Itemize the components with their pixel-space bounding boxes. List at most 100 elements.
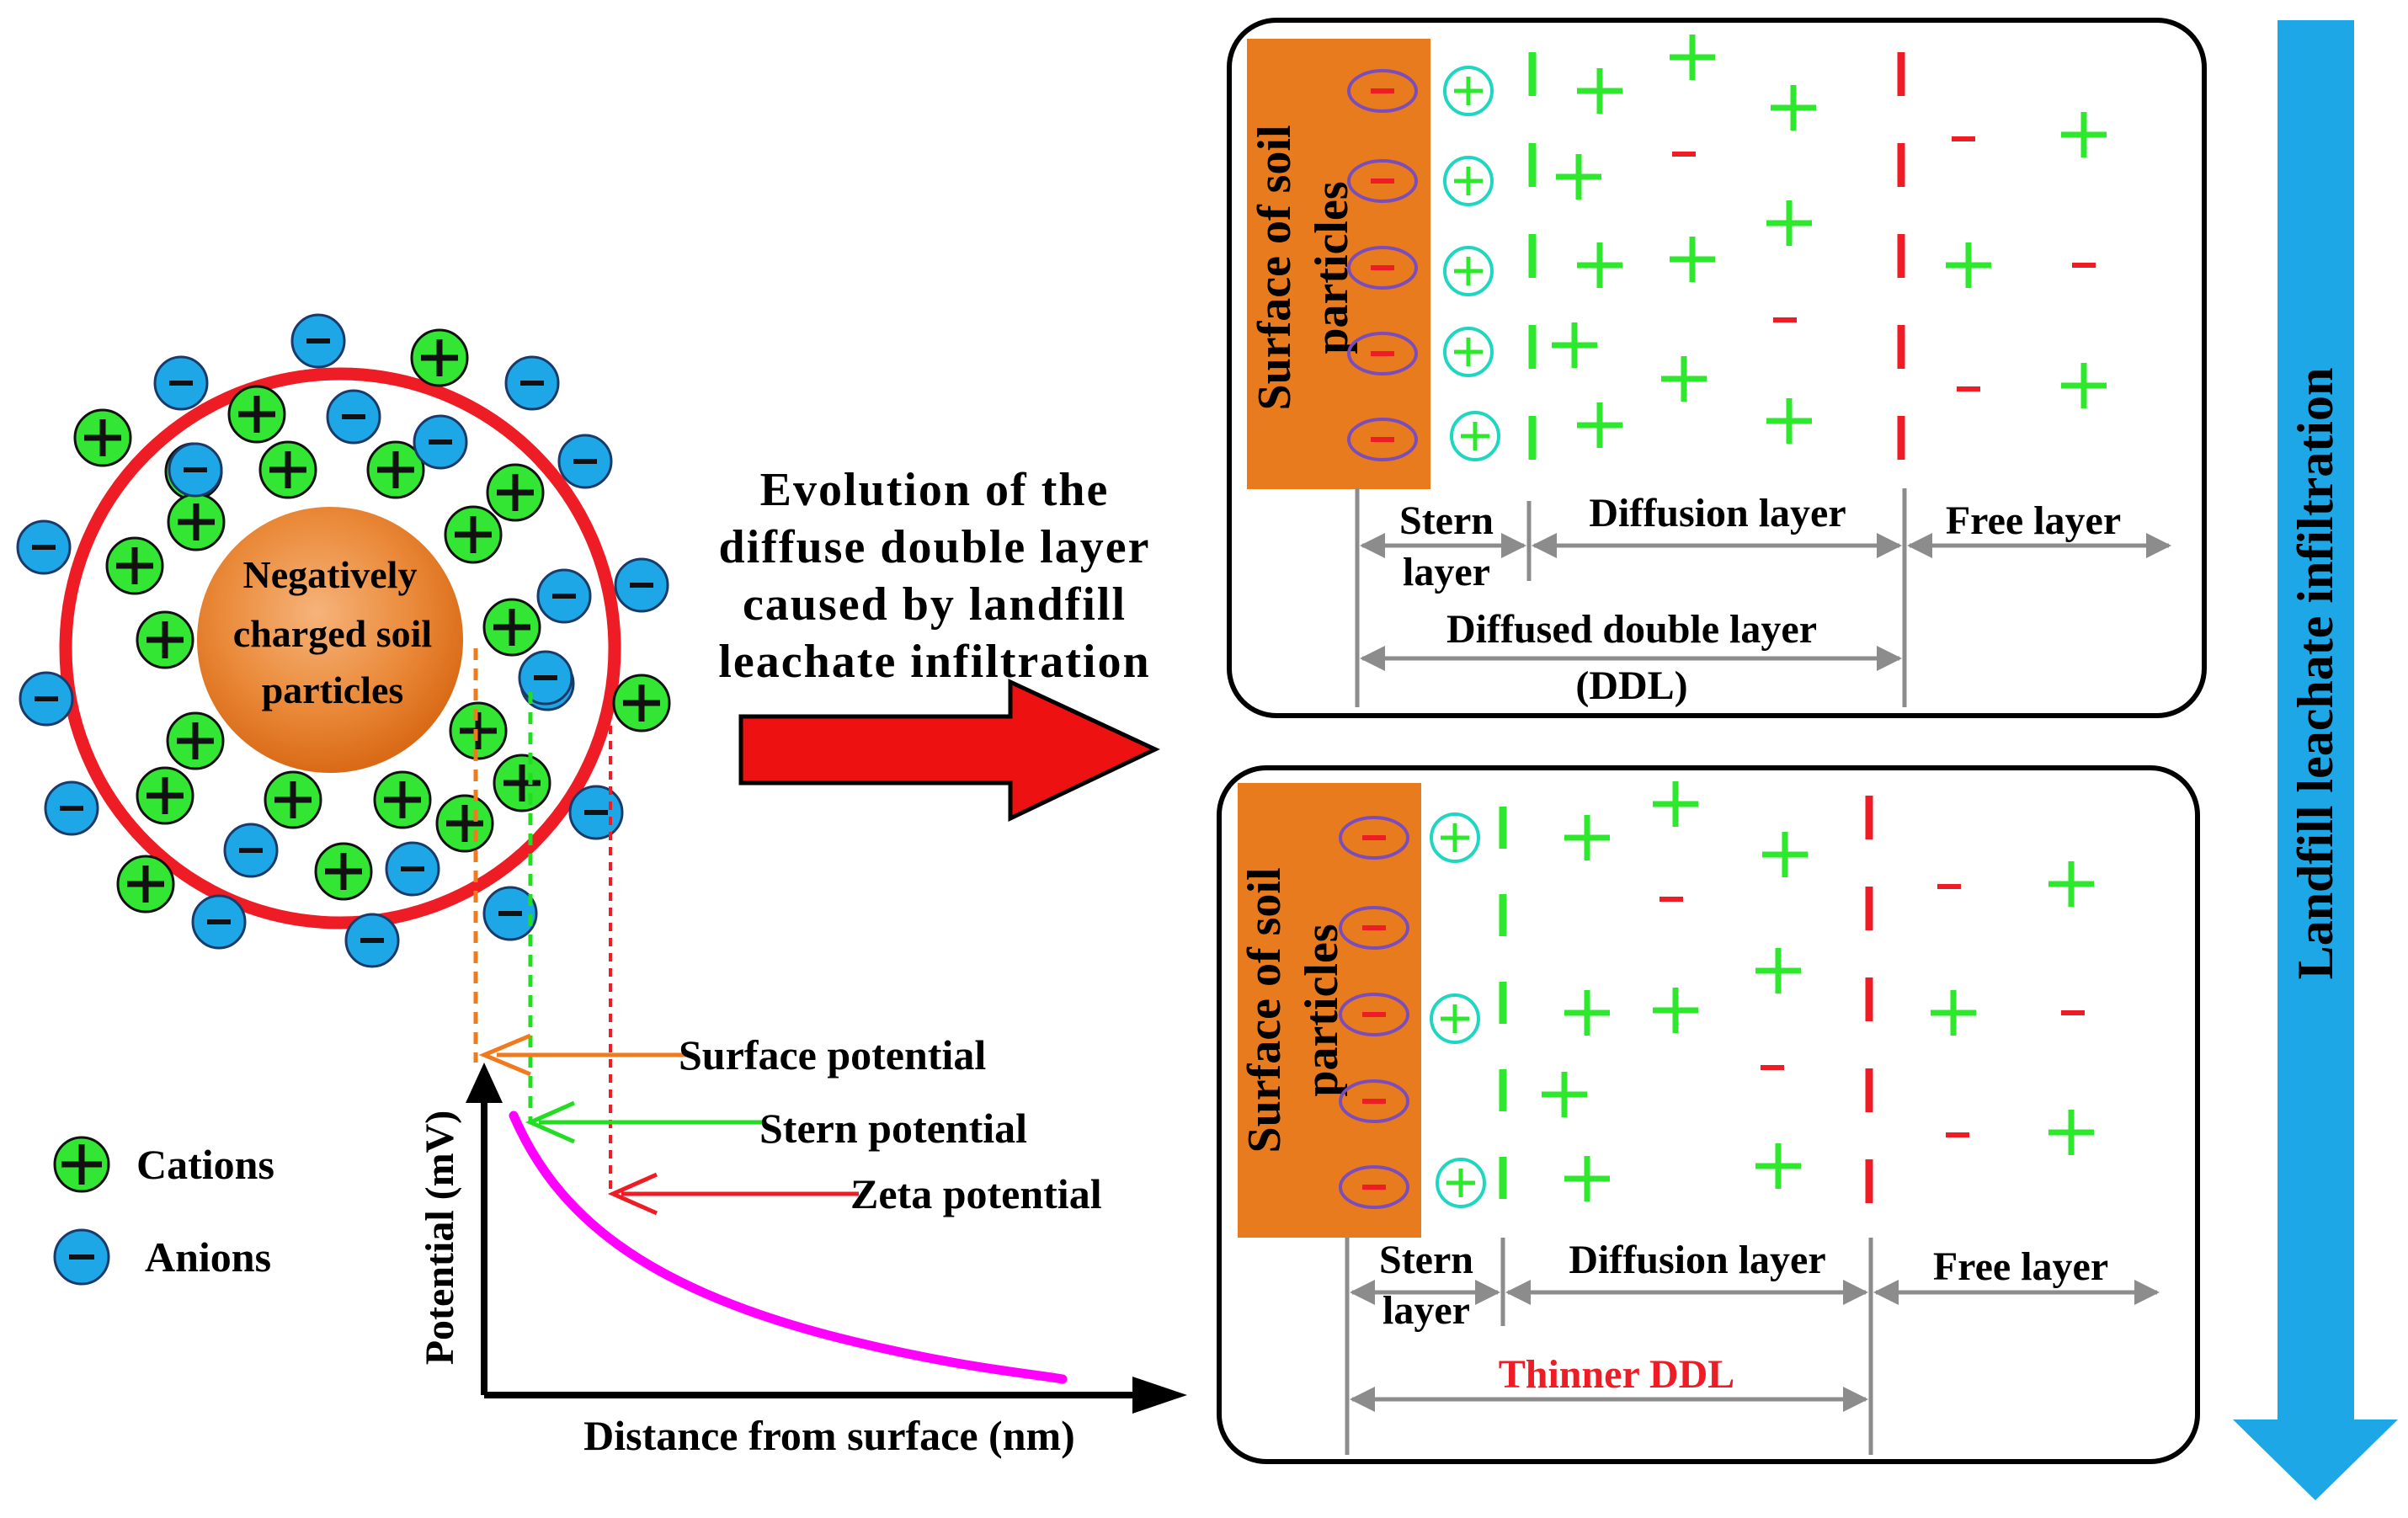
surface-negative-charge xyxy=(1347,246,1418,290)
anion-icon xyxy=(168,442,223,498)
stern-cation-charge xyxy=(1430,812,1480,863)
evolution-line-2: diffuse double layer xyxy=(719,521,1151,573)
cation-icon xyxy=(373,770,432,829)
anion-icon xyxy=(16,519,72,575)
panel-bottom-diffusion-label: Diffusion layer xyxy=(1569,1238,1825,1282)
anion-icon xyxy=(290,313,346,369)
plus-charge xyxy=(2048,861,2094,907)
cation-icon xyxy=(493,754,551,812)
panel-top-ddl-label-1: Diffused double layer xyxy=(1446,607,1817,652)
anion-icon xyxy=(344,913,400,968)
anion-icon xyxy=(568,785,624,840)
x-axis-label: Distance from surface (nm) xyxy=(583,1412,1075,1459)
plus-charge xyxy=(1552,322,1597,368)
cation-icon xyxy=(486,463,545,522)
panel-bottom-ddl-label: Thinner DDL xyxy=(1499,1352,1735,1397)
anion-icon xyxy=(191,894,247,950)
anion-icon xyxy=(482,886,538,941)
anion-icon xyxy=(326,389,381,445)
surface-negative-charge xyxy=(1347,159,1418,203)
panel-bottom-stern-label-2: layer xyxy=(1382,1288,1470,1333)
cation-icon xyxy=(482,598,541,657)
panel-bottom-charges xyxy=(1339,781,2094,1209)
panel-top-diffusion-label: Diffusion layer xyxy=(1589,491,1846,535)
surface-negative-charge xyxy=(1339,993,1409,1036)
evolution-arrow xyxy=(738,679,1160,822)
cation-icon xyxy=(166,711,225,770)
plus-charge xyxy=(1577,68,1622,114)
plus-charge xyxy=(1670,35,1715,80)
surface-potential-arrowhead xyxy=(478,1033,531,1077)
anion-icon xyxy=(504,355,560,411)
cation-icon xyxy=(449,701,508,760)
panel-top-charges xyxy=(1347,35,2107,461)
plus-charge xyxy=(1653,988,1698,1033)
panel-top-stern-label-2: layer xyxy=(1403,550,1490,594)
panel-top-surface-label-1: Surface of soil xyxy=(1249,125,1301,410)
evolution-line-3: caused by landfill xyxy=(743,578,1127,631)
evolution-line-4: leachate infiltration xyxy=(718,636,1150,688)
x-axis-arrowhead xyxy=(1132,1377,1187,1414)
anion-icon xyxy=(385,841,440,897)
stern-cation-charge xyxy=(1450,411,1500,461)
y-axis-label: Potential (mV) xyxy=(418,1111,462,1366)
legend-cations-label: Cations xyxy=(136,1141,274,1188)
anion-icon xyxy=(557,434,613,489)
anion-icon xyxy=(413,414,468,470)
particle-label-line-1: Negatively xyxy=(243,553,418,596)
soil-particle-core xyxy=(197,507,463,773)
charged-particle-diagram: Negatively charged soil particles xyxy=(16,313,671,968)
stern-cation-charge xyxy=(1443,66,1494,116)
surface-negative-charge xyxy=(1339,906,1409,950)
plus-charge xyxy=(1564,1156,1610,1201)
cation-icon xyxy=(366,440,425,499)
cation-icon xyxy=(314,842,373,901)
cation-icon xyxy=(264,770,322,829)
anion-icon xyxy=(44,780,99,836)
anion-icon xyxy=(536,568,592,624)
legend-cation-icon xyxy=(53,1136,110,1193)
cation-icon xyxy=(410,328,469,387)
anion-icon xyxy=(518,650,573,706)
stern-cation-charge xyxy=(1443,156,1494,206)
surface-negative-charge xyxy=(1347,418,1418,461)
plus-charge xyxy=(2061,363,2107,408)
particle-label-line-3: particles xyxy=(262,668,404,711)
anion-icon xyxy=(223,823,279,878)
plus-charge xyxy=(2048,1110,2094,1155)
potential-decay-curve xyxy=(509,1111,1068,1384)
side-arrow-label: Landfill leachate infiltration xyxy=(2288,368,2343,980)
panel-bottom-surface-label-2: particles xyxy=(1296,924,1348,1096)
panel-top-ddl-label-2: (DDL) xyxy=(1575,663,1687,708)
surface-potential-label: Surface potential xyxy=(679,1031,986,1079)
surface-negative-charge xyxy=(1347,332,1418,376)
zeta-potential-label: Zeta potential xyxy=(850,1170,1102,1217)
surface-negative-charge xyxy=(1347,69,1418,113)
y-axis-arrowhead xyxy=(466,1063,503,1103)
stern-cation-charge xyxy=(1443,246,1494,296)
plus-charge xyxy=(1556,154,1601,200)
anion-icon xyxy=(614,557,669,613)
cation-icon xyxy=(167,493,226,551)
surface-negative-charge xyxy=(1339,816,1409,860)
side-arrow-group: Landfill leachate infiltration xyxy=(2233,20,2398,1500)
plus-charge xyxy=(1577,402,1622,448)
anion-icon xyxy=(153,355,209,411)
potential-chart: Surface potential Stern potential Zeta p… xyxy=(418,1031,1187,1459)
legend-anions-label: Anions xyxy=(145,1233,271,1281)
panel-top-stern-label-1: Stern xyxy=(1399,498,1494,543)
surface-negative-charge xyxy=(1339,1165,1409,1209)
evolution-block: Evolution of the diffuse double layer ca… xyxy=(718,464,1160,822)
ion-cloud xyxy=(16,313,671,968)
panel-top-free-label: Free layer xyxy=(1946,498,2121,543)
plus-charge xyxy=(1766,200,1812,246)
evolution-line-1: Evolution of the xyxy=(760,464,1110,516)
panel-top-frame xyxy=(1227,18,2207,718)
plus-charge xyxy=(1766,398,1812,444)
plus-charge xyxy=(1577,242,1622,288)
zeta-potential-arrowhead xyxy=(607,1172,658,1216)
cation-icon xyxy=(116,855,175,913)
panel-top: Surface of soil particles Stern layer Di… xyxy=(1227,18,2207,718)
